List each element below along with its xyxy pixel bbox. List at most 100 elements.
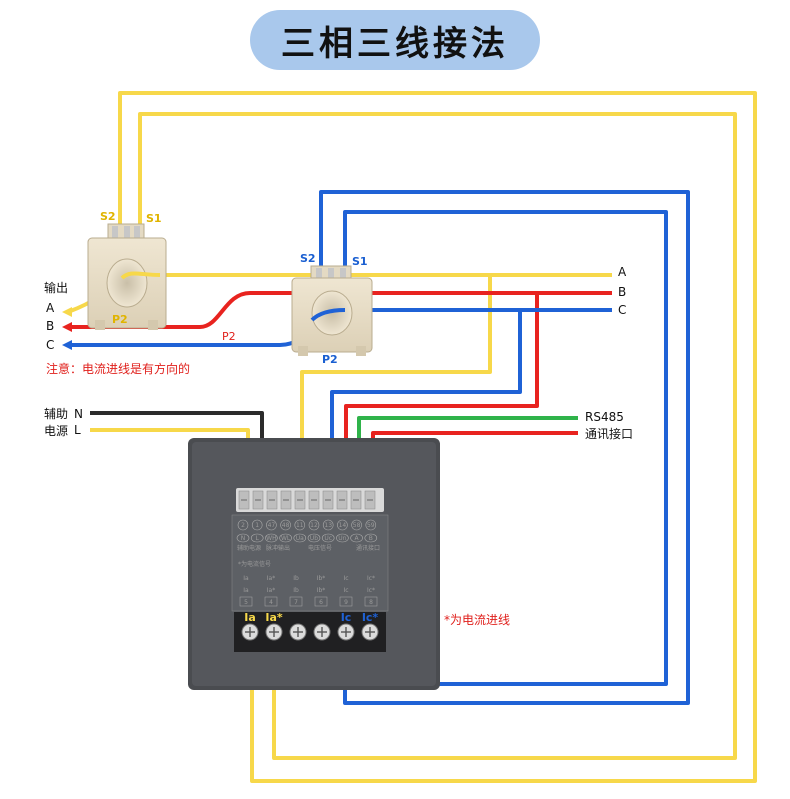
top-terminal-screw xyxy=(350,490,362,510)
output-c-label: C xyxy=(46,338,54,352)
current-number: 7 xyxy=(294,599,298,606)
label-panel xyxy=(231,514,389,612)
page-title: 三相三线接法 xyxy=(281,23,509,64)
ct-a-s1-label: S1 xyxy=(146,212,162,225)
svg-text:A: A xyxy=(355,535,360,542)
ct-c-s2-label: S2 xyxy=(300,252,316,265)
arrow-b-icon xyxy=(62,322,72,332)
bottom-terminal-block xyxy=(234,612,386,652)
aux-l-label: L xyxy=(74,423,81,437)
terminal-name: WL xyxy=(279,533,292,543)
top-terminals xyxy=(238,490,376,510)
bottom-terminal-label: Ia xyxy=(244,611,256,624)
current-name-echo: Ib xyxy=(293,587,299,594)
direction-note: 注意：电流进线是有方向的 xyxy=(46,361,190,376)
line-p2-label: P2 xyxy=(222,330,236,343)
current-signal-note: *为电流信号 xyxy=(238,560,271,568)
terminal-name: B xyxy=(364,533,378,543)
ct-c-s1-label: S1 xyxy=(352,255,368,268)
svg-text:WH: WH xyxy=(266,535,276,542)
current-number: 9 xyxy=(344,599,348,606)
terminal-group-label: 通讯接口 xyxy=(356,544,380,552)
current-name: Ib xyxy=(293,575,299,582)
top-terminal-screw xyxy=(308,490,320,510)
current-name: Ib* xyxy=(317,575,326,582)
ct-a-s2-label: S2 xyxy=(100,210,116,223)
terminal-name: L xyxy=(250,533,264,543)
aux-n-label: N xyxy=(74,407,83,421)
ct-c-p2-label: P2 xyxy=(322,353,338,366)
top-terminal-screw xyxy=(280,490,292,510)
current-name-echo: Ic* xyxy=(367,587,375,594)
output-arrows xyxy=(62,307,72,350)
bottom-terminals xyxy=(241,623,379,641)
bottom-terminal-screw xyxy=(241,623,259,641)
top-terminal-screw xyxy=(364,490,376,510)
bottom-terminal-label: Ic* xyxy=(362,611,379,624)
current-name: Ic xyxy=(343,575,348,582)
arrow-a-icon xyxy=(62,307,72,317)
svg-text:12: 12 xyxy=(310,522,318,529)
terminal-number: 1 xyxy=(251,519,263,531)
svg-text:47: 47 xyxy=(268,522,276,529)
bottom-terminal-screw xyxy=(337,623,355,641)
terminal-number: 11 xyxy=(294,519,306,531)
top-terminal-screw xyxy=(252,490,264,510)
current-name-echo: Ia* xyxy=(267,587,275,594)
svg-text:13: 13 xyxy=(324,522,332,529)
bottom-terminal-label: Ia* xyxy=(265,611,283,624)
bottom-terminal-screw xyxy=(361,623,379,641)
svg-text:L: L xyxy=(256,535,260,542)
arrow-c-icon xyxy=(62,340,72,350)
top-terminal-screw xyxy=(322,490,334,510)
terminal-name: N xyxy=(236,533,250,543)
current-name-echo: Ib* xyxy=(317,587,326,594)
wire-ct-a-secondary xyxy=(118,91,757,783)
svg-text:Uc: Uc xyxy=(324,535,332,542)
svg-text:11: 11 xyxy=(296,522,304,529)
current-number: 8 xyxy=(369,599,373,606)
bottom-terminal-screw xyxy=(313,623,331,641)
svg-text:Ub: Ub xyxy=(310,535,318,542)
top-terminal-groups: 辅助电源脉冲输出 电压信号 通讯接口 xyxy=(237,544,380,552)
svg-text:48: 48 xyxy=(282,522,290,529)
phase-b-label: B xyxy=(618,285,626,299)
svg-text:Ua: Ua xyxy=(296,535,304,542)
svg-text:59: 59 xyxy=(367,522,375,529)
output-a-label: A xyxy=(46,301,55,315)
terminal-name: Uc xyxy=(321,533,335,543)
terminal-group-label: 电压信号 xyxy=(308,544,332,552)
top-terminal-screw xyxy=(294,490,306,510)
terminal-number: 47 xyxy=(266,519,277,531)
terminal-group-label: 脉冲输出 xyxy=(266,544,290,552)
svg-text:1: 1 xyxy=(255,522,259,529)
top-terminal-numbers: 2 1 47 48 11 12 13 14 58 59 xyxy=(237,519,377,531)
terminal-group-label: 辅助电源 xyxy=(237,544,261,552)
terminal-number: 58 xyxy=(351,519,362,531)
output-b-label: B xyxy=(46,319,54,333)
svg-text:WL: WL xyxy=(281,535,291,542)
terminal-number: 12 xyxy=(308,519,320,531)
terminal-name: A xyxy=(350,533,363,543)
aux-label-line2: 电源 xyxy=(44,424,68,438)
svg-text:58: 58 xyxy=(353,522,361,529)
terminal-number: 14 xyxy=(337,519,348,531)
current-number: 4 xyxy=(269,599,273,606)
svg-text:2: 2 xyxy=(241,522,245,529)
svg-text:N: N xyxy=(241,535,246,542)
current-number: 6 xyxy=(319,599,323,606)
ct-a-p2-label: P2 xyxy=(112,313,128,326)
top-terminal-screw xyxy=(336,490,348,510)
top-terminal-screw xyxy=(266,490,278,510)
terminal-number: 48 xyxy=(280,519,291,531)
current-name: Ic* xyxy=(367,575,375,582)
current-transformer-a xyxy=(87,223,167,330)
aux-label-line1: 辅助 xyxy=(44,407,68,421)
svg-text:Un: Un xyxy=(338,535,346,542)
